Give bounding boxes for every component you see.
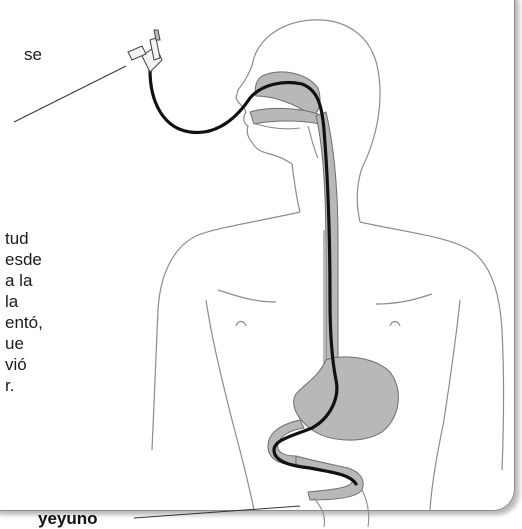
tongue	[256, 124, 300, 129]
jejunum-label: yeyuno	[38, 508, 98, 529]
jejunum-leader-line	[134, 506, 300, 518]
intestine-outline	[314, 498, 325, 527]
caption-line-5: entó,	[5, 312, 43, 333]
left-torso-side	[206, 300, 254, 510]
caption-line-2: esde	[5, 249, 42, 270]
right-nipple	[390, 322, 400, 327]
caption-line-7: vió	[5, 354, 27, 375]
right-torso-side	[430, 300, 460, 510]
epiglottis	[308, 126, 318, 158]
caption-line-8: r.	[5, 375, 14, 396]
tube-connector-icon	[128, 30, 162, 72]
neck-front	[292, 164, 300, 212]
caption-line-6: ue	[5, 333, 24, 354]
caption-line-3: a la	[5, 270, 32, 291]
left-shoulder-arm	[152, 212, 300, 450]
intestine-outline-2	[362, 490, 369, 527]
caption-line-4: la	[5, 291, 18, 312]
caption-line-1: tud	[5, 228, 29, 249]
jejunum-organ	[296, 456, 363, 500]
left-pectoral	[218, 290, 276, 302]
caption-fragment-top: se	[24, 44, 42, 65]
connector-leader-line	[14, 66, 126, 122]
right-pectoral	[376, 294, 432, 304]
left-nipple	[236, 322, 246, 327]
